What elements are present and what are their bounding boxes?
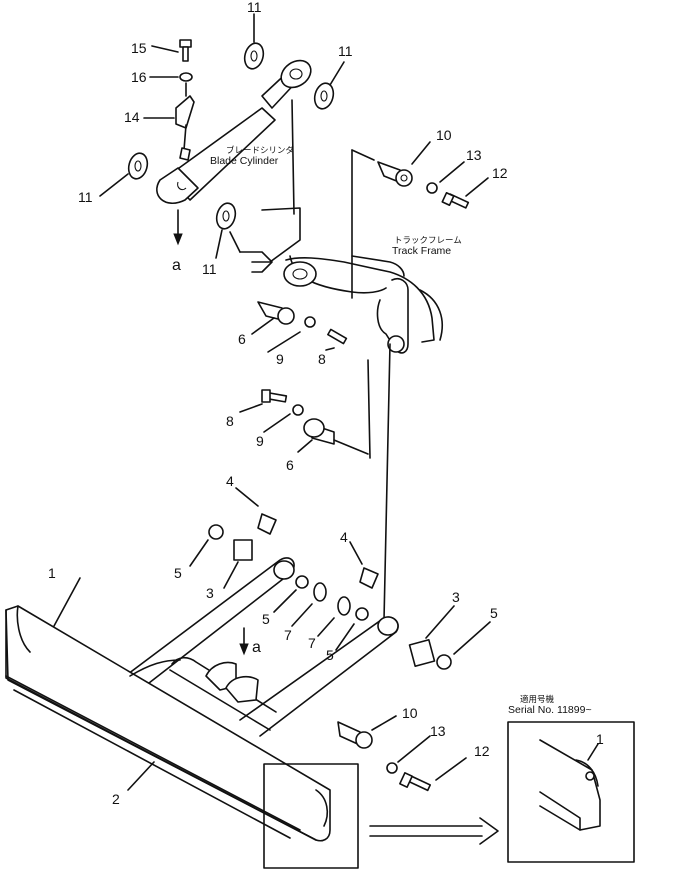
callout-number: 8 xyxy=(226,413,234,429)
blade-cylinder-label: Blade Cylinder xyxy=(210,155,279,167)
blade-arm xyxy=(119,557,399,737)
blade-cylinder xyxy=(156,59,312,246)
callout-number: 12 xyxy=(492,165,508,181)
track-frame-jp-label: トラックフレーム xyxy=(394,236,462,246)
callout-number: 2 xyxy=(112,791,120,807)
callout-number: 6 xyxy=(238,331,246,347)
grease-fitting-4 xyxy=(359,567,379,589)
callout-number: 4 xyxy=(226,473,234,489)
callout-number: 5 xyxy=(490,605,498,621)
shim-7 xyxy=(337,596,351,616)
washer-11 xyxy=(127,152,149,180)
shim-7 xyxy=(313,582,327,602)
bushing-3 xyxy=(408,638,436,668)
detail-box-source xyxy=(263,763,359,869)
callout-number: 7 xyxy=(308,635,316,651)
bolt-12 xyxy=(399,772,432,792)
blade-cylinder-jp-label: ブレードシリンダ xyxy=(226,145,295,156)
pin-6 xyxy=(303,418,335,445)
serial-label: Serial No. 11899~ xyxy=(508,704,592,716)
callout-number: 3 xyxy=(206,585,214,601)
washer-13 xyxy=(386,762,398,774)
bolt-8 xyxy=(327,328,348,345)
serial-jp-label: 適用号機 xyxy=(520,694,555,705)
bushing-5 xyxy=(295,575,309,589)
callout-number: 10 xyxy=(436,127,452,143)
arrow-icon xyxy=(369,817,499,845)
callout-number: 1 xyxy=(48,565,56,581)
callout-number: 5 xyxy=(262,611,270,627)
washer-13 xyxy=(426,182,438,194)
track-frame-label: Track Frame xyxy=(392,245,451,257)
callout-number: 15 xyxy=(131,40,147,56)
callout-number: 9 xyxy=(276,351,284,367)
washer-11 xyxy=(243,42,265,70)
bushing-5 xyxy=(208,524,224,540)
pin-6 xyxy=(257,301,295,325)
callout-number: 16 xyxy=(131,69,147,85)
callout-number: 11 xyxy=(202,261,217,277)
washer-9 xyxy=(304,316,316,328)
callout-number: 6 xyxy=(286,457,294,473)
callout-number: 3 xyxy=(452,589,460,605)
blade xyxy=(5,577,331,842)
callout-number: 13 xyxy=(430,723,446,739)
blade-end-detail xyxy=(539,739,601,831)
ref-a-label: a xyxy=(172,257,181,274)
callout-number: 5 xyxy=(326,647,334,663)
bushing-5 xyxy=(355,607,369,621)
callout-number: 12 xyxy=(474,743,490,759)
bolt-8 xyxy=(261,389,288,403)
bolt-12 xyxy=(441,191,470,209)
callout-number: 8 xyxy=(318,351,326,367)
callout-number: 9 xyxy=(256,433,264,449)
callout-number: 1 xyxy=(596,731,604,747)
track-frame xyxy=(229,149,443,621)
callout-number: 13 xyxy=(466,147,482,163)
washer-11 xyxy=(313,82,335,110)
bushing-3 xyxy=(233,539,253,561)
washer-16 xyxy=(179,72,193,82)
bolt-15 xyxy=(179,39,192,62)
detail-box xyxy=(507,721,635,863)
washer-11 xyxy=(215,202,237,230)
pin-10 xyxy=(337,721,373,749)
pin-10 xyxy=(377,161,413,187)
bushing-5 xyxy=(436,654,452,670)
grease-fitting-4 xyxy=(257,513,277,535)
callout-number: 5 xyxy=(174,565,182,581)
callout-number: 10 xyxy=(402,705,418,721)
washer-9 xyxy=(292,404,304,416)
callout-number: 14 xyxy=(124,109,140,125)
callout-number: 7 xyxy=(284,627,292,643)
callout-number: 11 xyxy=(338,43,353,59)
callout-number: 11 xyxy=(247,0,262,15)
callout-number: 11 xyxy=(78,189,93,205)
ref-a-label: a xyxy=(252,639,261,656)
callout-number: 4 xyxy=(340,529,348,545)
